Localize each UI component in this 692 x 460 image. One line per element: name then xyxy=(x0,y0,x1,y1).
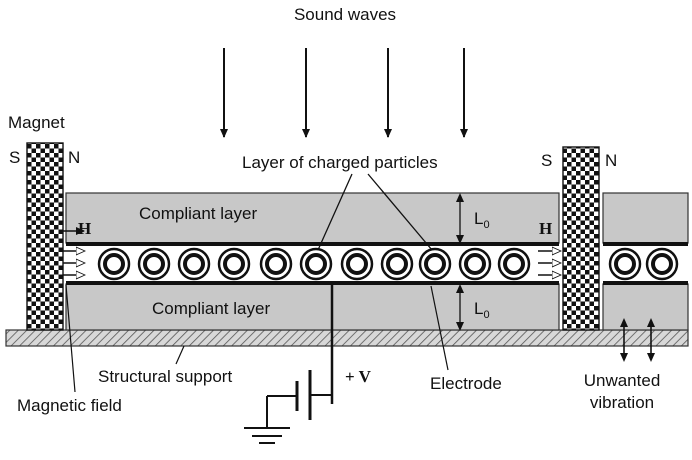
charged-particle xyxy=(137,247,171,281)
vibration-arrows xyxy=(620,318,655,362)
structural-support xyxy=(5,329,689,347)
magnet-label: Magnet xyxy=(8,113,65,132)
unwanted-vibration-label-line1: Unwanted xyxy=(584,371,661,390)
charged-particle xyxy=(458,247,492,281)
charged-particle xyxy=(380,247,414,281)
thickness-label-bottom: L0 xyxy=(474,299,490,321)
charged-particle xyxy=(299,247,333,281)
magnetic-field-label: Magnetic field xyxy=(17,396,122,415)
charged-particle xyxy=(645,247,679,281)
compliant-layer-bottom xyxy=(65,283,560,331)
magnetic-field-arrows-left xyxy=(63,227,84,275)
charged-particle xyxy=(418,247,452,281)
voltage-label: + V xyxy=(345,367,372,386)
structural-support-label: Structural support xyxy=(98,367,232,386)
charged-particle xyxy=(340,247,374,281)
unwanted-vibration-label-line2: vibration xyxy=(590,393,654,412)
electrode-pointer xyxy=(430,285,449,371)
magnetic-field-arrows-right xyxy=(538,251,560,275)
charged-particle xyxy=(259,247,293,281)
charged-particles-extension xyxy=(608,247,679,281)
right-magnet xyxy=(562,146,600,331)
left-magnet-north-label: N xyxy=(68,148,80,167)
left-magnet xyxy=(26,142,64,331)
compliant-layer-top-label: Compliant layer xyxy=(139,204,257,223)
compliant-layer-top-extension xyxy=(602,192,689,244)
charged-particles-pointer xyxy=(367,173,433,251)
thickness-label-top: L0 xyxy=(474,209,490,231)
sound-wave-arrows xyxy=(220,48,468,138)
charged-particle xyxy=(497,247,531,281)
charged-particle xyxy=(217,247,251,281)
ground-icon xyxy=(244,427,290,444)
sound-waves-label: Sound waves xyxy=(294,5,396,24)
charged-particles-pointer xyxy=(317,173,353,251)
compliant-layer-bottom-extension xyxy=(602,283,689,331)
field-h-right-label: H xyxy=(539,219,552,238)
right-magnet-south-label: S xyxy=(541,151,552,170)
charged-particles xyxy=(97,247,531,281)
field-h-left-label: H xyxy=(78,219,91,238)
charged-particle xyxy=(608,247,642,281)
charged-particle xyxy=(177,247,211,281)
left-magnet-south-label: S xyxy=(9,148,20,167)
magnetic-field-pointer xyxy=(65,284,76,393)
compliant-layer-top xyxy=(65,192,560,244)
charged-particle xyxy=(97,247,131,281)
structural-support-pointer xyxy=(175,345,185,365)
right-magnet-north-label: N xyxy=(605,151,617,170)
voltage-source xyxy=(244,283,334,444)
electrode-label: Electrode xyxy=(430,374,502,393)
charged-particles-label: Layer of charged particles xyxy=(242,153,438,172)
compliant-layer-bottom-label: Compliant layer xyxy=(152,299,270,318)
